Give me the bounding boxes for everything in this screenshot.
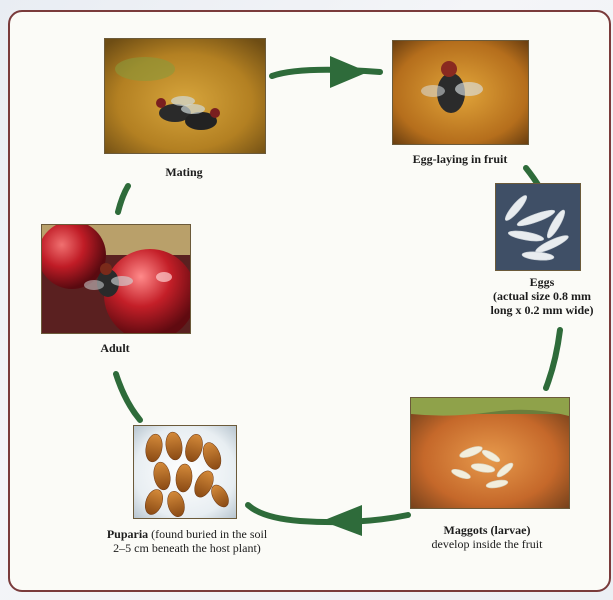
mating-photo (104, 38, 266, 154)
egg-laying-label-text: Egg-laying in fruit (413, 152, 508, 166)
mating-label-text: Mating (165, 165, 202, 179)
puparia-title: Puparia (107, 527, 148, 541)
puparia-detail-line-2: 2–5 cm beneath the host plant) (113, 541, 261, 555)
eggs-title: Eggs (530, 275, 555, 289)
maggots-photo (410, 397, 570, 509)
mating-label: Mating (134, 165, 234, 179)
eggs-size-line-2: long x 0.2 mm wide) (491, 303, 594, 317)
adult-label: Adult (80, 341, 150, 355)
eggs-label: Eggs (actual size 0.8 mm long x 0.2 mm w… (468, 275, 613, 317)
eggs-size-line-1: (actual size 0.8 mm (493, 289, 591, 303)
adult-photo (41, 224, 191, 334)
egg-laying-label: Egg-laying in fruit (380, 152, 540, 166)
adult-label-text: Adult (100, 341, 129, 355)
maggots-label: Maggots (larvae) develop inside the frui… (398, 523, 576, 551)
puparia-photo (133, 425, 237, 519)
puparia-label: Puparia (found buried in the soil 2–5 cm… (64, 527, 310, 555)
eggs-photo (495, 183, 581, 271)
puparia-detail-line-1: (found buried in the soil (148, 527, 267, 541)
maggots-title: Maggots (larvae) (444, 523, 531, 537)
maggots-detail: develop inside the fruit (432, 537, 543, 551)
egg-laying-photo (392, 40, 529, 145)
